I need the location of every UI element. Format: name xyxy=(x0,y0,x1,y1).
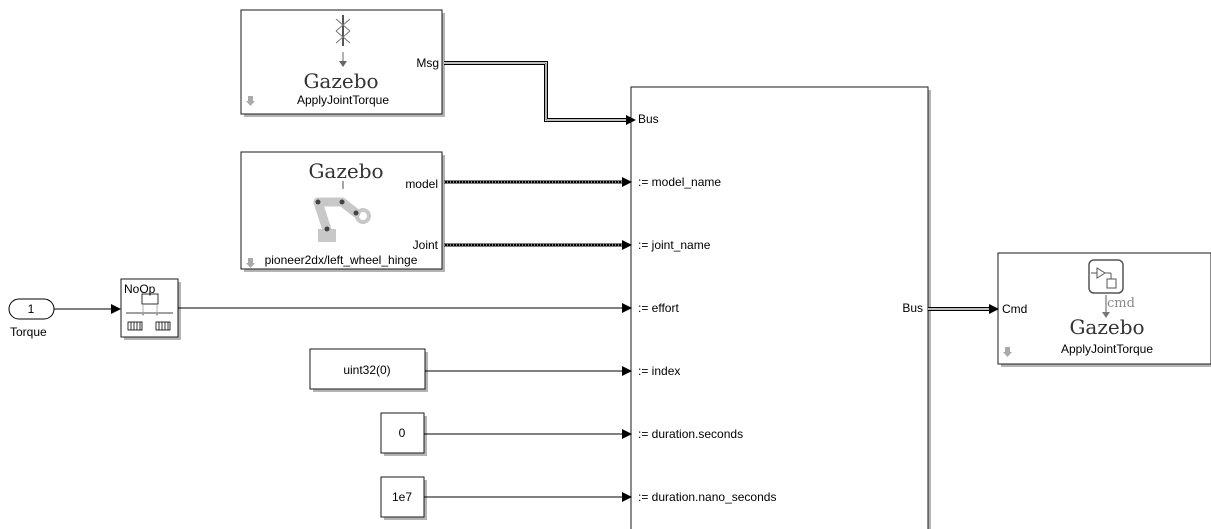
bus-assignment-input-bus-label: Bus xyxy=(638,112,659,126)
bus-assignment-output-bus-label: Bus xyxy=(902,301,923,315)
gazebo-publisher-block[interactable]: cmd Gazebo ApplyJointTorque Cmd xyxy=(997,252,1211,367)
constant-index-block[interactable]: uint32(0) xyxy=(309,348,428,392)
bus-line-cmd[interactable] xyxy=(928,304,999,314)
down-arrow-icon xyxy=(246,96,255,106)
publisher-cmd-port-label: Cmd xyxy=(1002,302,1027,316)
port-label-joint-name: := joint_name xyxy=(638,238,711,252)
inport-number: 1 xyxy=(28,302,35,316)
port-label-model-name: := model_name xyxy=(638,175,721,189)
signal-line-seconds[interactable] xyxy=(424,429,632,439)
down-arrow-icon xyxy=(1003,347,1012,357)
noop-block[interactable]: NoOp xyxy=(120,278,181,340)
constant-nano-value: 1e7 xyxy=(392,490,412,504)
noop-label: NoOp xyxy=(124,282,156,296)
inport-name: Torque xyxy=(10,325,47,339)
publisher-icon-text: cmd xyxy=(1107,296,1135,311)
signal-line-model[interactable] xyxy=(444,177,632,187)
port-label-duration-nano-seconds: := duration.nano_seconds xyxy=(638,490,776,504)
bus-line-msg[interactable] xyxy=(444,61,636,125)
constant-seconds-value: 0 xyxy=(399,426,406,440)
constant-nano-block[interactable]: 1e7 xyxy=(380,476,427,520)
noop-icon xyxy=(126,293,173,331)
signal-line-nano-seconds[interactable] xyxy=(424,492,632,502)
port-label-effort: := effort xyxy=(638,301,679,315)
model-block-brand: Gazebo xyxy=(308,159,383,183)
publisher-icon xyxy=(1088,259,1124,318)
publisher-caption: ApplyJointTorque xyxy=(1061,342,1153,356)
subscriber-msg-port-label: Msg xyxy=(416,56,439,70)
model-block-caption: pioneer2dx/left_wheel_hinge xyxy=(265,253,418,267)
constant-index-value: uint32(0) xyxy=(343,363,390,377)
model-port-label: model xyxy=(405,177,438,191)
signal-line-effort[interactable] xyxy=(178,303,632,313)
port-label-index: := index xyxy=(638,364,680,378)
constant-seconds-block[interactable]: 0 xyxy=(380,412,427,456)
joint-port-label: Joint xyxy=(413,238,439,252)
subscriber-icon xyxy=(335,15,351,67)
subscriber-brand: Gazebo xyxy=(303,69,378,93)
signal-line-joint[interactable] xyxy=(444,240,632,250)
signal-line-torque[interactable] xyxy=(54,304,121,314)
robot-arm-icon xyxy=(313,181,371,242)
subscriber-caption: ApplyJointTorque xyxy=(297,93,389,107)
publisher-brand: Gazebo xyxy=(1069,315,1144,339)
inport-torque[interactable]: 1 Torque xyxy=(8,298,55,339)
bus-assignment-block[interactable]: Bus := model_name := joint_name := effor… xyxy=(630,86,931,529)
gazebo-subscriber-block[interactable]: Gazebo ApplyJointTorque Msg xyxy=(240,9,445,117)
gazebo-model-block[interactable]: Gazebo model Joint pioneer2dx/left_wheel… xyxy=(240,151,445,272)
signal-line-index[interactable] xyxy=(425,366,632,376)
down-arrow-icon xyxy=(246,258,255,268)
port-label-duration-seconds: := duration.seconds xyxy=(638,427,743,441)
